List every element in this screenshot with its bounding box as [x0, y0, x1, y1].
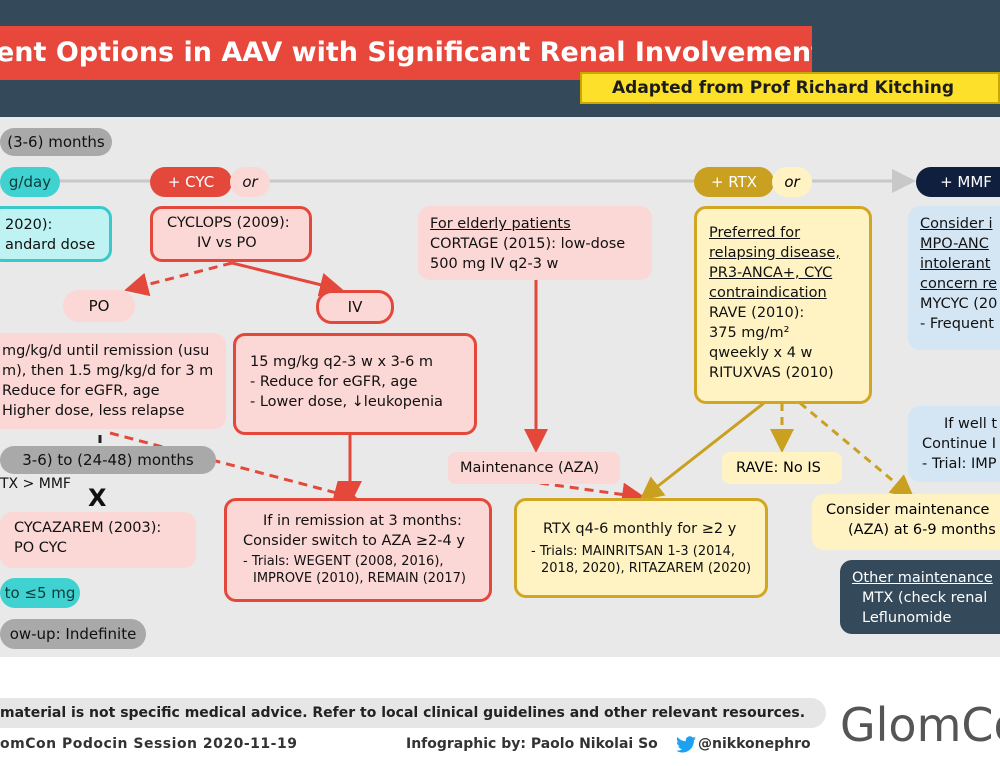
- maintenance-duration-pill: 3-6) to (24-48) months: [0, 446, 216, 474]
- cyc-iv-box: 15 mg/kg q2-3 w x 3-6 m - Reduce for eGF…: [233, 333, 477, 435]
- elderly-line: CORTAGE (2015): low-dose: [430, 236, 626, 252]
- elderly-heading: For elderly patients: [430, 216, 571, 232]
- po-pill: PO: [63, 290, 135, 322]
- rtx-preferred-line: PR3-ANCA+, CYC: [709, 265, 833, 281]
- remission-trial: - Trials: WEGENT (2008, 2016),: [243, 554, 444, 569]
- cyc-iv-line: - Lower dose, ↓leukopenia: [250, 394, 443, 410]
- pexivas-box: 2020): andard dose: [0, 206, 112, 262]
- mmf-consider-line: concern re: [920, 276, 997, 292]
- title-banner: ent Options in AAV with Significant Rena…: [0, 26, 812, 80]
- rtx-preferred-box: Preferred for relapsing disease, PR3-ANC…: [694, 206, 872, 404]
- rave-line: RITUXVAS (2010): [709, 365, 834, 381]
- other-maint-heading: Other maintenance: [852, 570, 993, 586]
- cyc-or-label: or: [230, 167, 270, 197]
- cyc-pill: + CYC: [150, 167, 232, 197]
- cyc-po-line: mg/kg/d until remission (usu: [2, 343, 210, 359]
- elderly-box: For elderly patients CORTAGE (2015): low…: [418, 206, 652, 280]
- other-maint-line: Leflunomide: [862, 610, 952, 626]
- rtx-maint-trial: - Trials: MAINRITSAN 1-3 (2014,: [531, 544, 736, 559]
- rave-line: 375 mg/m²: [709, 325, 790, 341]
- cyc-po-line: Reduce for eGFR, age: [2, 383, 160, 399]
- consider-aza-line: Consider maintenance: [826, 502, 990, 518]
- pexivas-line: 2020):: [5, 217, 53, 233]
- elderly-line: 500 mg IV q2-3 w: [430, 256, 559, 272]
- cycazarem-line: PO CYC: [14, 540, 67, 556]
- rtx-preferred-line: contraindication: [709, 285, 827, 301]
- rtx-pill: + RTX: [694, 167, 774, 197]
- remission-box: If in remission at 3 months: Consider sw…: [224, 498, 492, 602]
- frequent-line: - Frequent: [920, 316, 994, 332]
- cycazarem-line: CYCAZAREM (2003):: [14, 520, 162, 536]
- rtx-maintenance-box: RTX q4-6 monthly for ≥2 y - Trials: MAIN…: [514, 498, 768, 598]
- arrow-rtx-maint: [639, 401, 765, 501]
- cyc-po-box: mg/kg/d until remission (usu m), then 1.…: [0, 333, 226, 429]
- brand-logo-text: GlomCo: [840, 698, 1000, 752]
- remission-line: If in remission at 3 months:: [263, 513, 462, 529]
- disclaimer: material is not specific medical advice.…: [0, 698, 826, 728]
- mmf-well-line: - Trial: IMP: [922, 456, 997, 472]
- rtx-maint-line: RTX q4-6 monthly for ≥2 y: [543, 521, 737, 537]
- pexivas-line: andard dose: [5, 237, 96, 253]
- twitter-bird-icon: [676, 736, 696, 753]
- cyc-po-line: m), then 1.5 mg/kg/d for 3 m: [2, 363, 214, 379]
- consider-aza-box: Consider maintenance (AZA) at 6-9 months: [812, 494, 1000, 550]
- mmf-consider-line: intolerant: [920, 256, 991, 272]
- rave-line: RAVE (2010):: [709, 305, 805, 321]
- rtx-maint-trial: 2018, 2020), RITAZAREM (2020): [541, 561, 752, 576]
- mmf-well-line: Continue I: [922, 436, 997, 452]
- arrow-maint-rtx: [539, 481, 646, 507]
- rtx-preferred-line: relapsing disease,: [709, 245, 840, 261]
- mmf-well-box: If well t Continue I - Trial: IMP: [908, 406, 1000, 482]
- mmf-consider-line: MPO-ANC: [920, 236, 989, 252]
- other-maintenance-box: Other maintenance MTX (check renal Leflu…: [840, 560, 1000, 634]
- cyclops-line: IV vs PO: [197, 235, 257, 251]
- arrow-cyclops-po: [124, 261, 233, 297]
- session-label: omCon Podocin Session 2020-11-19: [0, 736, 298, 752]
- iv-pill: IV: [316, 290, 394, 324]
- cyclops-line: CYCLOPS (2009):: [167, 215, 290, 231]
- mmf-well-line: If well t: [944, 416, 998, 432]
- cycazarem-box: CYCAZAREM (2003): PO CYC: [0, 512, 196, 568]
- cyc-iv-line: 15 mg/kg q2-3 w x 3-6 m: [250, 354, 434, 370]
- subtitle-banner: Adapted from Prof Richard Kitching: [580, 72, 1000, 104]
- remission-line: Consider switch to AZA ≥2-4 y: [243, 533, 465, 549]
- cyc-po-line: Higher dose, less relapse: [2, 403, 185, 419]
- rave-no-is-box: RAVE: No IS: [722, 452, 842, 484]
- rtx-or-label: or: [772, 167, 812, 197]
- arrow-cyclops-iv: [231, 261, 344, 297]
- mmf-pill: + MMF: [916, 167, 1000, 197]
- cross-mark-icon: X: [88, 484, 107, 512]
- steroid-taper-pill: to ≤5 mg: [0, 578, 80, 608]
- mycyc-line: MYCYC (20: [920, 296, 998, 312]
- cyc-iv-line: - Reduce for eGFR, age: [250, 374, 418, 390]
- mmf-consider-box: Consider i MPO-ANC intolerant concern re…: [908, 206, 1000, 350]
- page-title: ent Options in AAV with Significant Rena…: [0, 37, 812, 68]
- arrow-rtx-aza: [799, 401, 915, 499]
- twitter-handle[interactable]: @nikkonephro: [698, 736, 811, 752]
- infographic-credit: Infographic by: Paolo Nikolai So: [406, 736, 658, 752]
- steroid-dose-pill: g/day: [0, 167, 60, 197]
- cyclops-box: CYCLOPS (2009): IV vs PO: [150, 206, 312, 262]
- maintenance-aza-box: Maintenance (AZA): [448, 452, 620, 484]
- rave-line: qweekly x 4 w: [709, 345, 813, 361]
- rtx-mmf-label: TX > MMF: [0, 476, 71, 492]
- other-maint-line: MTX (check renal: [862, 590, 988, 606]
- followup-pill: ow-up: Indefinite: [0, 619, 146, 649]
- consider-aza-line: (AZA) at 6-9 months: [848, 522, 996, 538]
- induction-duration-pill: (3-6) months: [0, 128, 112, 156]
- mmf-consider-line: Consider i: [920, 216, 993, 232]
- rtx-preferred-line: Preferred for: [709, 225, 801, 241]
- arrow-po-remission: [109, 431, 358, 504]
- remission-trial: IMPROVE (2010), REMAIN (2017): [253, 571, 466, 586]
